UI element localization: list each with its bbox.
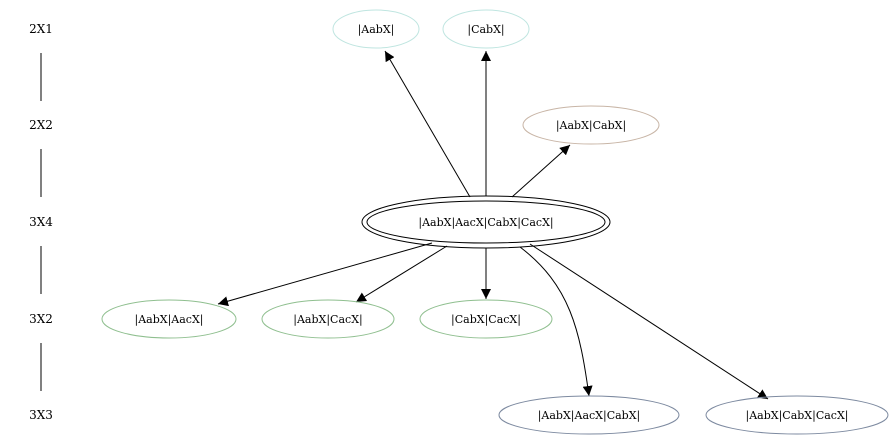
node-aabx-aacx-cabx[interactable]: |AabX|AacX|CabX| xyxy=(498,395,680,435)
node-aabx-cacx-ellipse xyxy=(261,299,395,339)
node-cabx-cacx-label: |CabX|CacX| xyxy=(451,313,521,327)
node-cabx-label: |CabX| xyxy=(467,23,504,37)
node-aabx-cabx-ellipse xyxy=(522,105,660,145)
level-label-3x4: 3X4 xyxy=(29,215,53,229)
node-aabx-cabx-cacx-ellipse xyxy=(705,395,889,435)
node-aabx-cabx-cacx[interactable]: |AabX|CabX|CacX| xyxy=(705,395,889,435)
level-label-3x3: 3X3 xyxy=(29,408,53,422)
level-label-2x2: 2X2 xyxy=(29,118,53,132)
edge-root-to-aabx xyxy=(384,50,471,198)
node-aabx-cabx-label: |AabX|CabX| xyxy=(556,119,626,133)
node-aabx-label: |AabX| xyxy=(358,23,395,37)
node-aabx-aacx-cabx-label: |AabX|AacX|CabX| xyxy=(538,409,641,423)
edge-root-to-aabx-cacx xyxy=(355,245,448,303)
node-root-inner-ellipse xyxy=(366,200,606,244)
edge-root-to-aabx-cabx-cacx xyxy=(529,243,769,400)
node-aabx[interactable]: |AabX| xyxy=(332,9,420,49)
node-aabx-cabx[interactable]: |AabX|CabX| xyxy=(522,105,660,145)
node-cabx-cacx[interactable]: |CabX|CacX| xyxy=(419,299,553,339)
node-cabx-cacx-ellipse xyxy=(419,299,553,339)
node-aabx-aacx-label: |AabX|AacX| xyxy=(135,313,204,327)
node-cabx[interactable]: |CabX| xyxy=(442,9,530,49)
edge-root-to-aabx-aacx xyxy=(217,242,433,307)
node-cabx-ellipse xyxy=(442,9,530,49)
level-column: 2X1 2X2 3X4 3X2 3X3 xyxy=(29,22,53,422)
node-root-label: |AabX|AacX|CabX|CacX| xyxy=(418,216,553,230)
node-aabx-aacx-ellipse xyxy=(101,299,237,339)
node-root-outer-ellipse xyxy=(361,195,611,249)
node-aabx-cabx-cacx-label: |AabX|CabX|CacX| xyxy=(745,409,848,423)
node-aabx-aacx-cabx-ellipse xyxy=(498,395,680,435)
level-label-2x1: 2X1 xyxy=(29,22,53,36)
edges xyxy=(217,50,769,400)
node-aabx-cacx-label: |AabX|CacX| xyxy=(293,313,362,327)
node-aabx-ellipse xyxy=(332,9,420,49)
level-label-3x2: 3X2 xyxy=(29,312,53,326)
node-root[interactable]: |AabX|AacX|CabX|CacX| xyxy=(361,195,611,249)
edge-root-to-aabx-cabx xyxy=(511,144,571,198)
node-aabx-aacx[interactable]: |AabX|AacX| xyxy=(101,299,237,339)
node-aabx-cacx[interactable]: |AabX|CacX| xyxy=(261,299,395,339)
edge-root-to-aabx-aacx-cabx xyxy=(519,246,593,397)
